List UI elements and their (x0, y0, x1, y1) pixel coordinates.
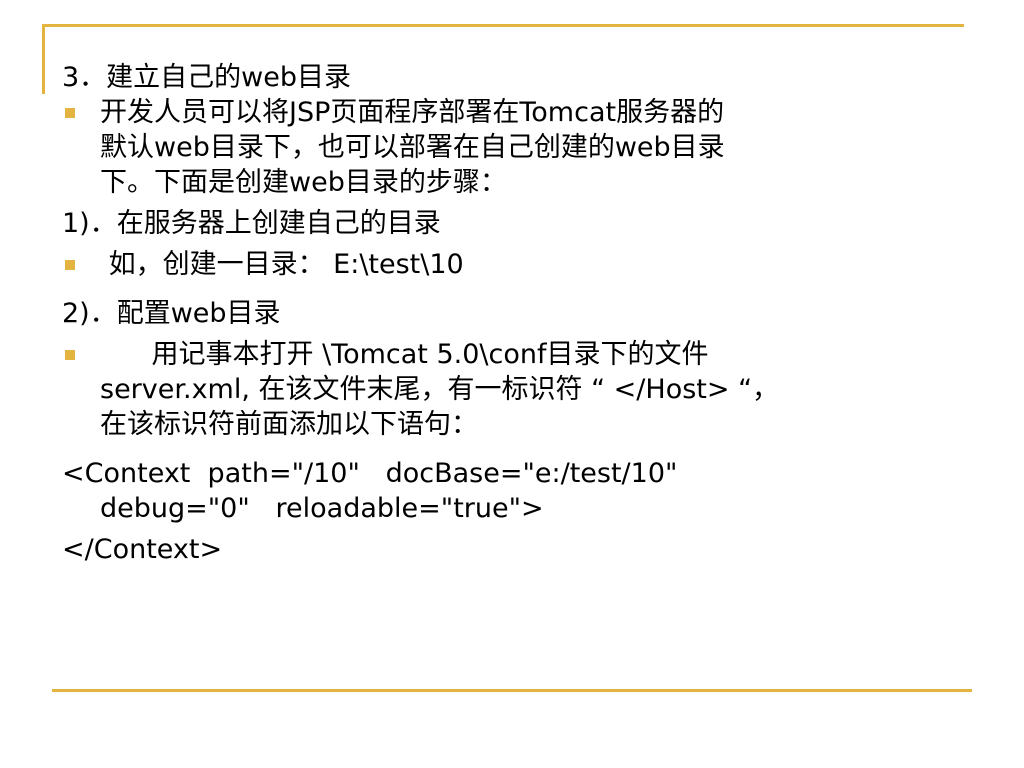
square-bullet-icon (65, 108, 75, 118)
code-line-1: <Context path="/10" docBase="e:/test/10" (62, 458, 678, 489)
step-2: 2)．配置web目录 (62, 298, 281, 329)
code-line-2: debug="0" reloadable="true"> (100, 493, 544, 524)
bullet-1-line-1: 开发人员可以将JSP页面程序部署在Tomcat服务器的 (100, 97, 725, 128)
bullet-3-line-3: 在该标识符前面添加以下语句： (100, 409, 478, 440)
square-bullet-icon (65, 260, 75, 270)
bullet-3-line-2: server.xml, 在该文件末尾，有一标识符 “ </Host> “， (100, 374, 780, 405)
bullet-1-line-3: 下。下面是创建web目录的步骤： (100, 167, 507, 198)
bottom-rule (52, 689, 972, 692)
top-rule (42, 24, 964, 27)
slide-content: 3．建立自己的web目录 开发人员可以将JSP页面程序部署在Tomcat服务器的… (62, 60, 962, 567)
heading-3: 3．建立自己的web目录 (62, 62, 352, 93)
bullet-block-2: 如，创建一目录： E:\test\10 (62, 247, 962, 282)
bullet-3-line-1: 用记事本打开 \Tomcat 5.0\conf目录下的文件 (100, 339, 709, 370)
step-1: 1)．在服务器上创建自己的目录 (62, 208, 441, 239)
left-rule (42, 24, 45, 94)
bullet-2-text: 如，创建一目录： E:\test\10 (100, 249, 464, 280)
bullet-block-1: 开发人员可以将JSP页面程序部署在Tomcat服务器的 默认web目录下，也可以… (62, 95, 962, 200)
square-bullet-icon (65, 350, 75, 360)
code-line-3: </Context> (62, 534, 223, 565)
bullet-block-3: 用记事本打开 \Tomcat 5.0\conf目录下的文件 server.xml… (62, 337, 962, 442)
bullet-1-line-2: 默认web目录下，也可以部署在自己创建的web目录 (100, 132, 725, 163)
